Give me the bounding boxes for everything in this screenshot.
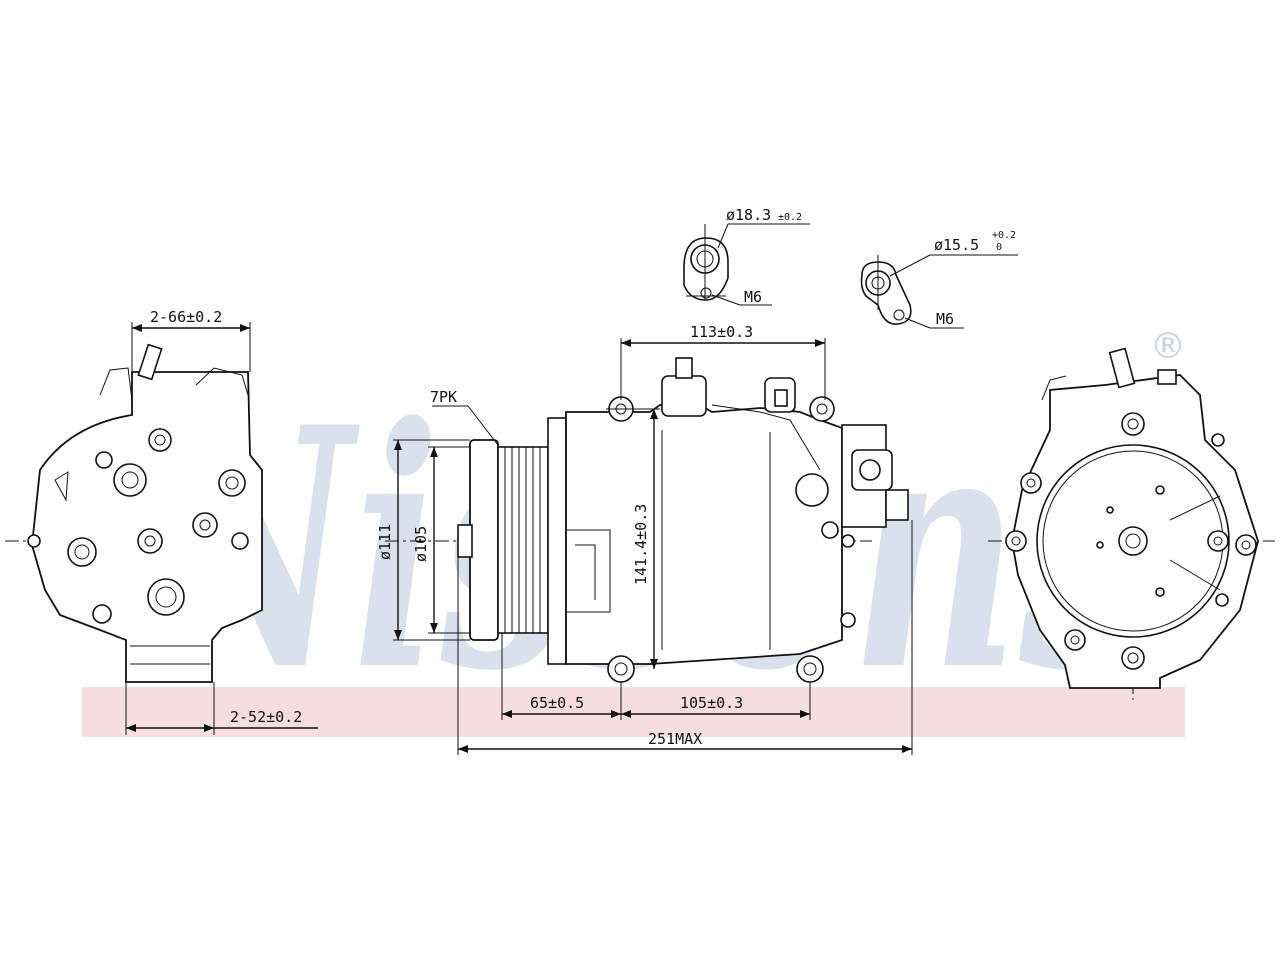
pulley-grooves <box>497 446 549 634</box>
dim-overall-length: 251MAX <box>648 730 702 748</box>
port-suction-thread: M6 <box>744 288 762 306</box>
port-discharge-detail: ø15.5 +0.2 0 M6 <box>860 230 1018 329</box>
dim-mount-spacing-bottom: 105±0.3 <box>680 694 743 712</box>
port-discharge-tolerance-lower: 0 <box>996 242 1002 253</box>
port-discharge-tolerance-upper: +0.2 <box>992 230 1016 241</box>
port-suction-diameter: ø18.3 <box>726 206 771 224</box>
right-end-view <box>988 347 1275 700</box>
dim-offset-front: 65±0.5 <box>530 694 584 712</box>
dim-mount-height: 141.4±0.3 <box>632 504 650 585</box>
dim-mount-spacing-top: 113±0.3 <box>690 323 753 341</box>
pulley <box>469 439 499 641</box>
dim-pulley-outer: ø111 <box>376 524 394 560</box>
port-discharge-diameter: ø15.5 <box>934 236 979 254</box>
left-end-view: 2-66±0.2 2-52±0.2 <box>5 308 318 735</box>
side-view: 7PK ø111 ø105 113±0.3 141.4±0.3 <box>376 323 913 755</box>
dim-pulley-inner: ø105 <box>412 526 430 562</box>
registered-mark: ® <box>1150 326 1186 367</box>
dim-bottom-spacing: 2-52±0.2 <box>230 708 302 726</box>
port-suction-detail: ø18.3 ±0.2 M6 <box>683 206 810 306</box>
belt-label: 7PK <box>430 388 457 406</box>
dim-top-spacing: 2-66±0.2 <box>150 308 222 326</box>
port-suction-tolerance: ±0.2 <box>778 212 802 223</box>
port-discharge-thread: M6 <box>936 310 954 328</box>
